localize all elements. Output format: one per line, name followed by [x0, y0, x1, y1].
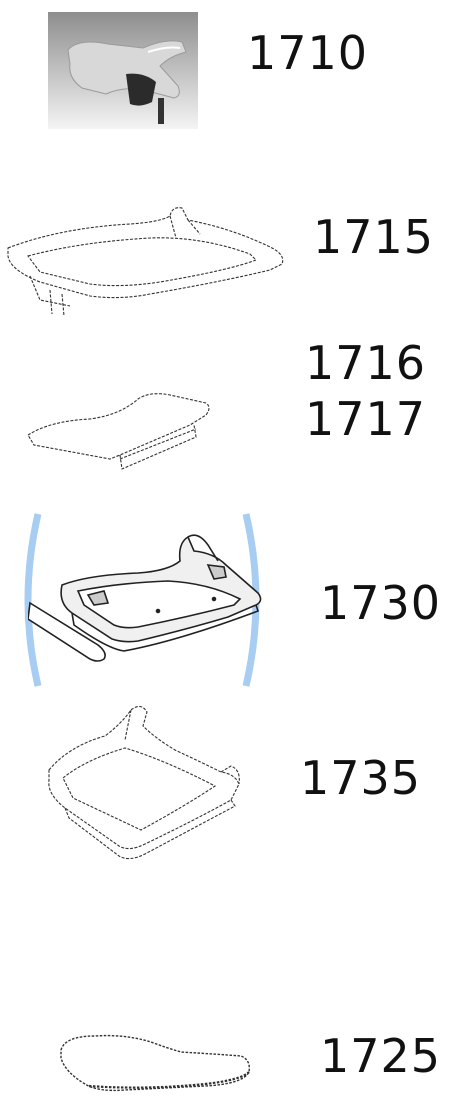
part-1730-highlight-bracket-left — [24, 512, 44, 688]
part-1730-drawing — [28, 525, 266, 665]
part-1715-drawing — [0, 198, 295, 323]
part-1725-drawing — [55, 1028, 255, 1098]
part-1725-label: 1725 — [320, 1029, 442, 1083]
part-1735-drawing — [45, 700, 250, 865]
part-1717-label: 1717 — [305, 392, 427, 446]
part-1716-1717-drawing — [20, 385, 220, 470]
part-1710-image — [48, 12, 198, 129]
part-1735-label: 1735 — [300, 751, 422, 805]
part-1715-label: 1715 — [313, 210, 435, 264]
part-1716-label: 1716 — [305, 336, 427, 390]
part-1710-label: 1710 — [247, 26, 369, 80]
part-1730-label: 1730 — [320, 576, 442, 630]
